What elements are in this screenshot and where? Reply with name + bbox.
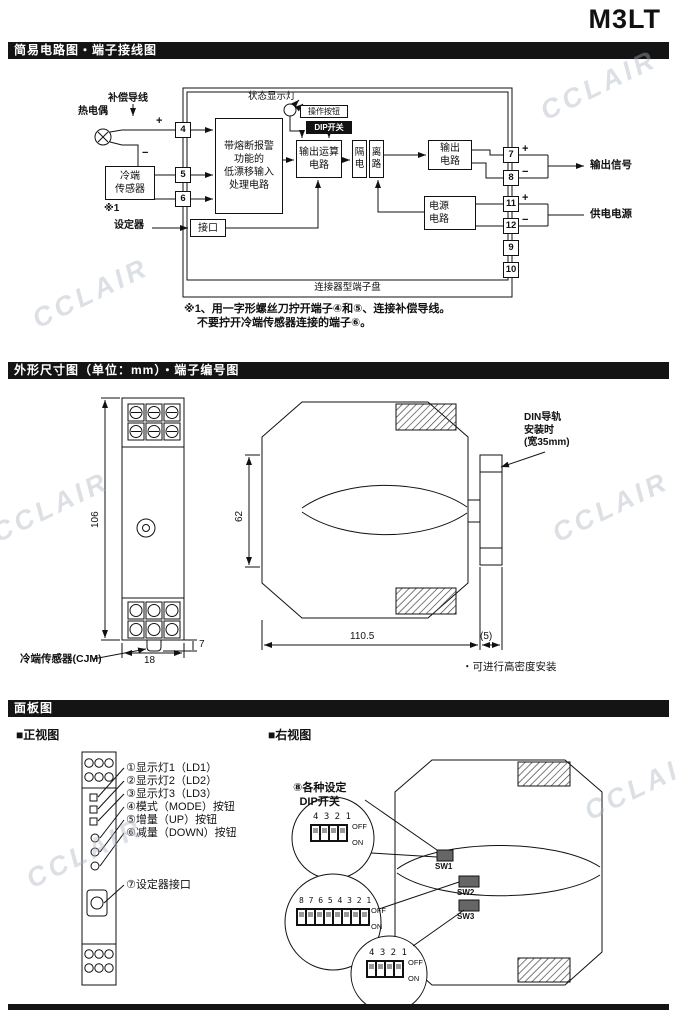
sw3-on-label: ON: [408, 974, 420, 983]
sw1-label: SW1: [435, 862, 453, 871]
supply-power-label: 供电电源: [590, 208, 632, 220]
isolation-block-left: 隔 电: [352, 140, 367, 178]
terminal-8: 8: [503, 170, 519, 186]
sw1-off-label: OFF: [352, 822, 367, 831]
dim-foot-7: 7: [199, 639, 205, 650]
callout-config-port: ⑦设定器接口: [126, 879, 191, 891]
sw1-numbers: 4 3 2 1: [313, 812, 351, 822]
output-plus-sign: +: [522, 143, 529, 155]
callout-led2: ②显示灯2（LD2）: [126, 775, 218, 787]
dim-din-extra-5: (5): [480, 631, 493, 642]
output-signal-label: 输出信号: [590, 159, 632, 171]
cold-junction-sensor-box: 冷端 传感器: [105, 166, 155, 200]
isolation-block-right: 离 路: [369, 140, 384, 178]
sw1-dip-graphic: [310, 824, 348, 842]
interface-box: 接口: [190, 219, 226, 237]
side-view-drawing: [245, 401, 546, 650]
thermocouple-label: 热电偶: [78, 106, 108, 117]
compensation-wire-label: 补偿导线: [108, 93, 148, 104]
terminal-6: 6: [175, 191, 191, 207]
output-circuit-block: 输出 电路: [428, 140, 472, 170]
next-section-bar-partial: [8, 1004, 669, 1010]
section-header-panel: 面板图: [8, 700, 669, 717]
cjm-sensor-label: 冷端传感器(CJM): [20, 653, 102, 665]
output-minus-sign: −: [522, 166, 529, 178]
input-circuit-block: 带熔断报警 功能的 低漂移输入 处理电路: [215, 118, 283, 214]
dim-side-height-62: 62: [234, 510, 245, 522]
status-lamp-label: 状态显示灯: [248, 91, 296, 102]
power-circuit-block: 电源 电路: [424, 196, 476, 230]
section-header-circuit: 简易电路图・端子接线图: [8, 42, 669, 59]
sw3-numbers: 4 3 2 1: [369, 948, 407, 958]
power-minus-sign: −: [522, 214, 529, 226]
sw2-dip-graphic: [296, 908, 370, 926]
dim-width-18: 18: [144, 655, 156, 666]
callout-led3: ③显示灯3（LD3）: [126, 788, 218, 800]
wiring-note-line2: 不要拧开冷端传感器连接的端子⑥。: [197, 317, 372, 329]
terminal-strip-label: 连接器型端子盘: [314, 282, 381, 293]
terminal-12: 12: [503, 218, 519, 234]
din-rail-note: DIN导轨 安装时 (宽35mm): [524, 412, 570, 448]
front-view-drawing: [92, 397, 197, 660]
front-view-title: ■正视图: [16, 728, 60, 742]
configurator-label: 设定器: [114, 220, 144, 231]
high-density-note: ・可进行高密度安装: [462, 661, 557, 673]
dip-switch-label: DIP开关: [306, 121, 352, 134]
input-plus-sign: +: [156, 115, 163, 127]
page-title: M3LT: [588, 4, 661, 34]
dim-depth-110-5: 110.5: [350, 631, 375, 642]
operation-button-label: 操作按钮: [300, 105, 348, 118]
dim-height-106: 106: [90, 511, 101, 528]
terminal-4: 4: [175, 122, 191, 138]
wiring-note-line1: ※1、用一字形螺丝刀拧开端子④和⑤、连接补偿导线。: [184, 303, 451, 315]
right-view-title: ■右视图: [268, 728, 312, 742]
callout-up-button: ⑤增量（UP）按钮: [126, 814, 218, 826]
terminal-9: 9: [503, 240, 519, 256]
sw2-off-label: OFF: [371, 906, 386, 915]
output-op-circuit-block: 输出运算 电路: [296, 140, 342, 178]
sw1-on-label: ON: [352, 838, 364, 847]
sw3-off-label: OFF: [408, 958, 423, 967]
sw2-numbers: 8 7 6 5 4 3 2 1: [299, 896, 372, 905]
terminal-11: 11: [503, 196, 519, 212]
sw3-dip-graphic: [366, 960, 404, 978]
sw2-label: SW2: [457, 888, 475, 897]
sw3-label: SW3: [457, 912, 475, 921]
sw2-on-label: ON: [371, 922, 383, 931]
terminal-10: 10: [503, 262, 519, 278]
power-plus-sign: +: [522, 192, 529, 204]
dip-switches-label: ⑧各种设定 DIP开关: [293, 782, 347, 808]
note-ref-label: ※1: [104, 203, 120, 214]
input-minus-sign: −: [142, 147, 149, 159]
callout-mode-button: ④模式（MODE）按钮: [126, 801, 235, 813]
callout-down-button: ⑥减量（DOWN）按钮: [126, 827, 237, 839]
section-header-dimensions: 外形尺寸图（单位：mm）・端子编号图: [8, 362, 669, 379]
callout-led1: ①显示灯1（LD1）: [126, 762, 218, 774]
panel-front-drawing: [81, 751, 125, 986]
terminal-7: 7: [503, 147, 519, 163]
terminal-5: 5: [175, 167, 191, 183]
